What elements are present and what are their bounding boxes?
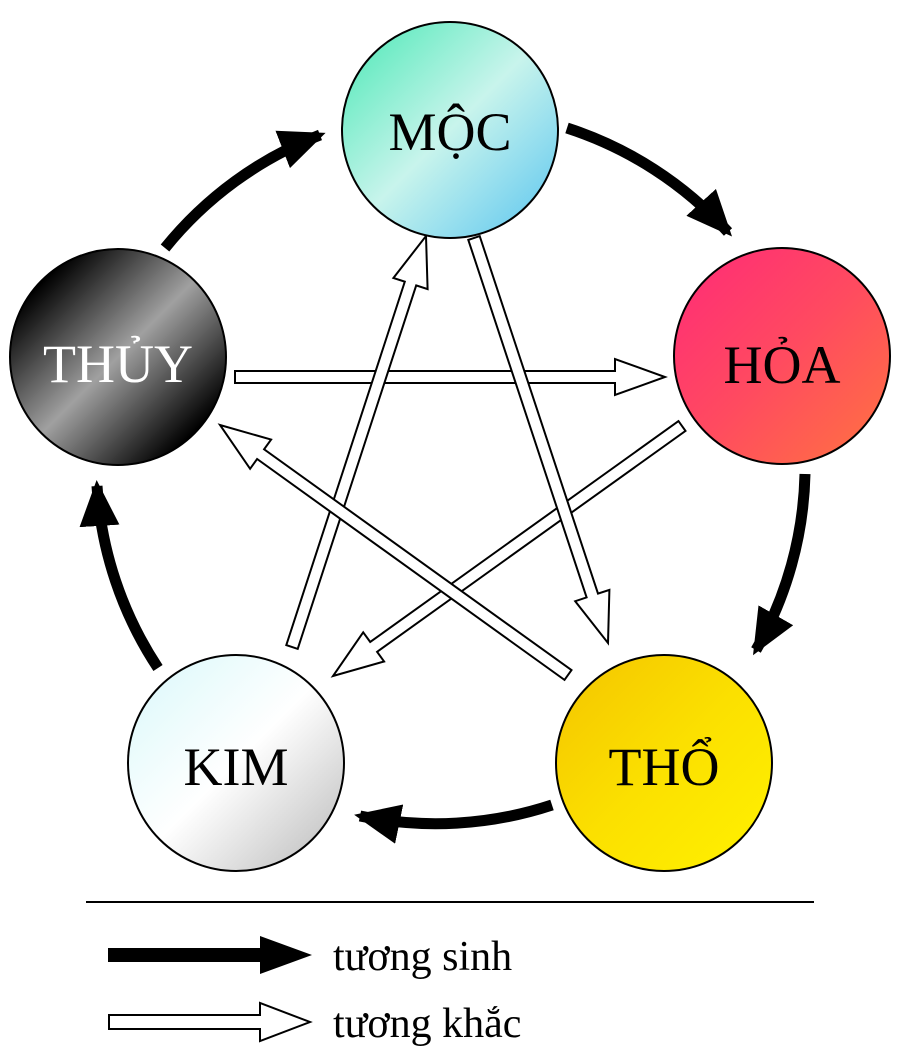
node-thuy (9, 248, 227, 466)
label-kim: KIM (184, 737, 289, 797)
legend-overcoming-label: tương khắc (333, 1001, 521, 1047)
legend-overcoming-arrow (108, 1001, 313, 1043)
arc-hoa-to-tho (751, 473, 811, 656)
node-moc (341, 21, 559, 239)
label-moc: MỘC (388, 102, 511, 162)
label-thuy: THỦY (43, 334, 193, 394)
arrow-moc-to-tho (467, 234, 611, 646)
arrow-thuy-to-hoa (234, 357, 668, 397)
arc-moc-to-hoa (565, 122, 733, 237)
label-tho: THỔ (609, 735, 720, 797)
arrow-hoa-to-kim (330, 419, 687, 678)
arc-tho-to-kim (354, 799, 554, 844)
legend-generating-arrow (108, 936, 312, 974)
node-kim (127, 654, 345, 872)
label-hoa: HỎA (724, 335, 841, 395)
arc-kim-to-thuy (79, 480, 163, 672)
arc-thuy-to-moc (160, 129, 326, 252)
arrow-kim-to-moc (285, 233, 429, 651)
node-tho (555, 654, 773, 872)
node-hoa (673, 247, 891, 465)
arrow-tho-to-thuy (217, 423, 573, 682)
legend-generating-label: tương sinh (333, 934, 512, 980)
